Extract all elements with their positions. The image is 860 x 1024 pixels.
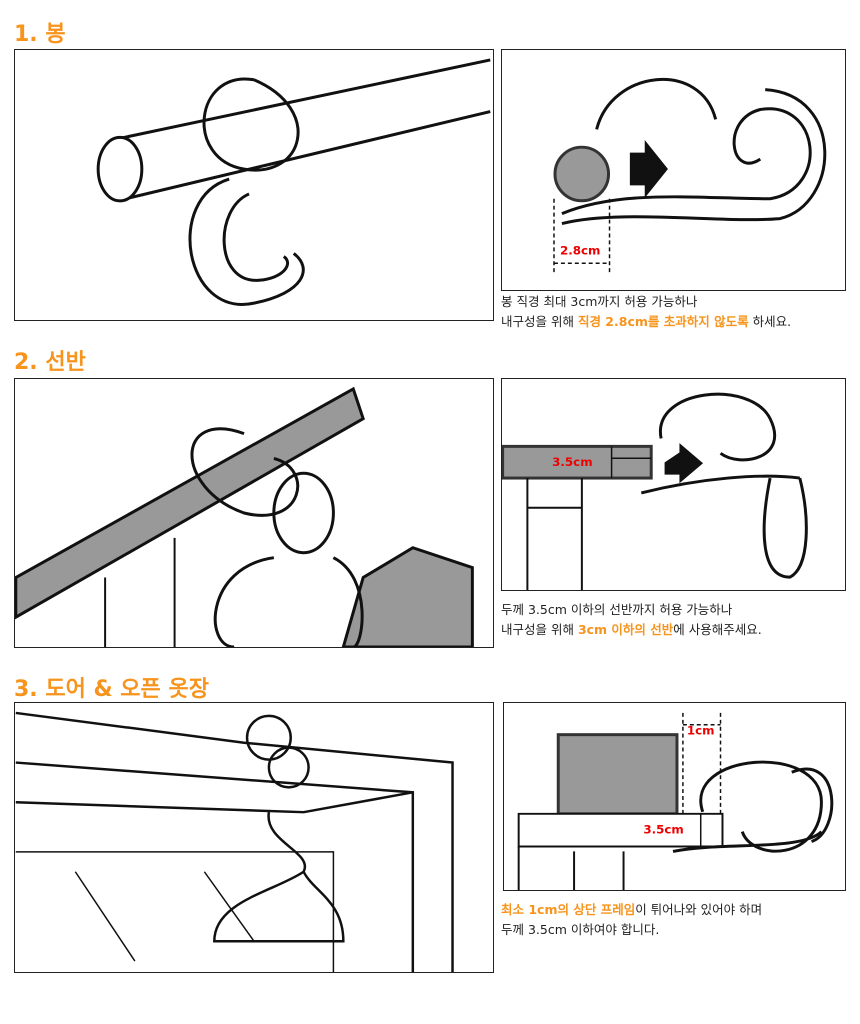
caption-text: 내구성을 위해: [501, 314, 578, 329]
shelf-diagram: 3.5cm: [501, 378, 846, 591]
caption-highlight: 최소 1cm의 상단 프레임: [501, 902, 636, 917]
rod-diagram: 2.8cm: [501, 49, 846, 291]
caption-line: 최소 1cm의 상단 프레임이 튀어나와 있어야 하며: [501, 900, 762, 920]
section-1-title: 1. 봉: [14, 22, 66, 47]
shelf-thickness-label: 3.5cm: [552, 455, 592, 469]
section-3-title: 3. 도어 & 오픈 옷장: [14, 677, 209, 702]
door-diagram: 1cm 3.5cm: [503, 702, 846, 891]
shelf-illustration: [14, 378, 494, 648]
caption-line: 두께 3.5cm 이하의 선반까지 허용 가능하나: [501, 602, 733, 617]
door-caption: 최소 1cm의 상단 프레임이 튀어나와 있어야 하며 두께 3.5cm 이하여…: [501, 900, 762, 940]
section-2-title: 2. 선반: [14, 350, 86, 375]
rod-illustration: [14, 49, 494, 321]
frame-thickness-label: 3.5cm: [643, 823, 683, 837]
rod-diameter-label: 2.8cm: [560, 243, 601, 257]
caption-text: 하세요.: [748, 314, 792, 329]
caption-line: 내구성을 위해 3cm 이하의 선반에 사용해주세요.: [501, 620, 762, 640]
caption-highlight: 3cm 이하의 선반: [577, 622, 674, 637]
caption-text: 내구성을 위해: [501, 622, 578, 637]
shelf-caption: 두께 3.5cm 이하의 선반까지 허용 가능하나 내구성을 위해 3cm 이하…: [501, 600, 762, 640]
door-illustration: [14, 702, 494, 973]
rod-caption: 봉 직경 최대 3cm까지 허용 가능하나 내구성을 위해 직경 2.8cm를 …: [501, 292, 791, 332]
caption-highlight: 직경 2.8cm를 초과하지 않도록: [577, 314, 749, 329]
caption-line: 내구성을 위해 직경 2.8cm를 초과하지 않도록 하세요.: [501, 312, 791, 332]
caption-line: 봉 직경 최대 3cm까지 허용 가능하나: [501, 294, 698, 309]
caption-line: 두께 3.5cm 이하여야 합니다.: [501, 922, 660, 937]
caption-text: 이 튀어나와 있어야 하며: [635, 902, 763, 917]
caption-text: 에 사용해주세요.: [673, 622, 762, 637]
frame-protrusion-label: 1cm: [687, 724, 715, 738]
